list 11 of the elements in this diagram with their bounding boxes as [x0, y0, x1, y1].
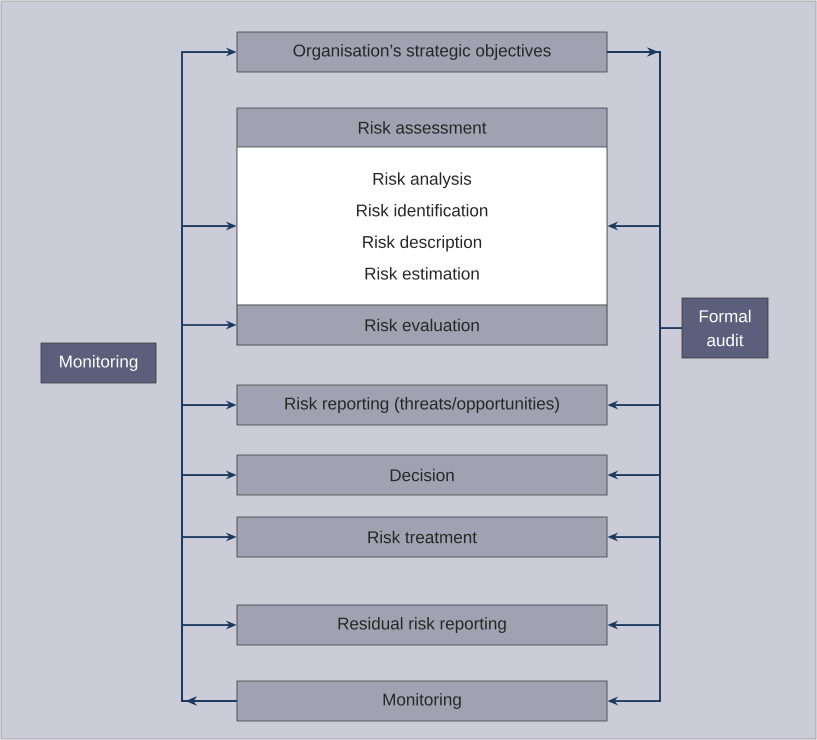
process-box: Risk evaluation: [236, 304, 608, 346]
process-box: Risk treatment: [236, 516, 608, 558]
process-box: Residual risk reporting: [236, 604, 608, 646]
process-box: Organisation’s strategic objectives: [236, 32, 608, 72]
content-box: Risk analysis Risk identification Risk description Risk estimation: [236, 146, 608, 306]
arrow: [181, 620, 237, 706]
process-box: Monitoring: [236, 680, 608, 722]
label-box: Formal audit: [682, 298, 768, 358]
process-box: Decision: [236, 454, 608, 496]
process-box: Risk reporting (threats/opportunities): [236, 384, 608, 426]
label-box: Monitoring: [40, 342, 156, 384]
